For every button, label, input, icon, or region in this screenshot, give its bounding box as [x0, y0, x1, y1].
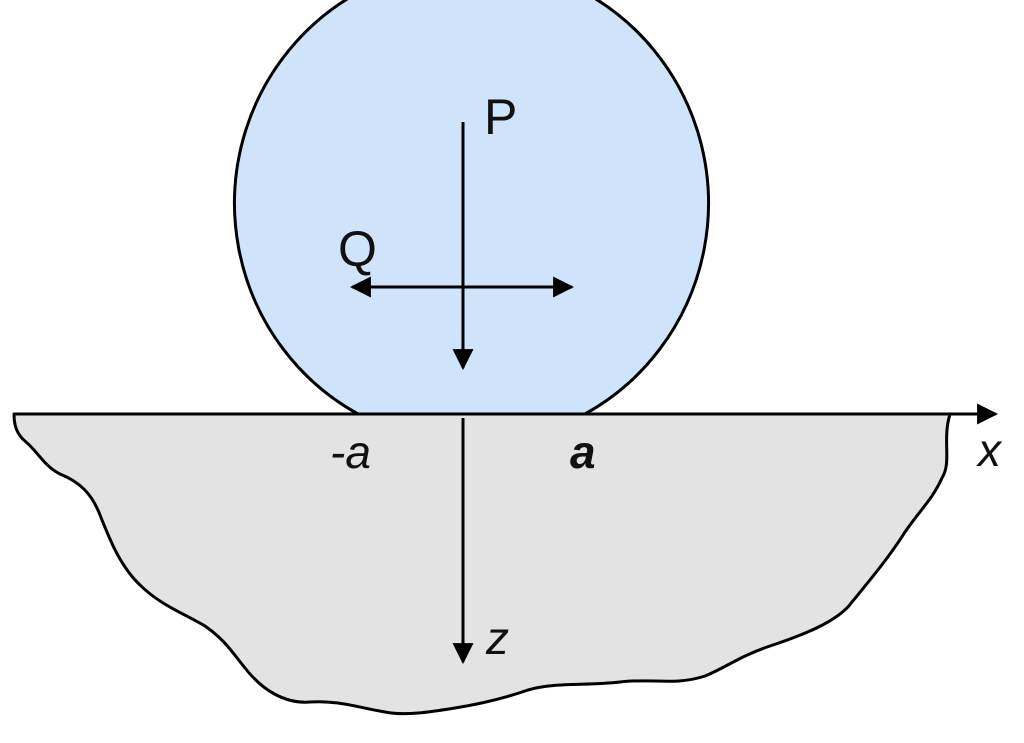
z-axis-label: z — [485, 612, 509, 664]
contact-right-label: a — [570, 426, 596, 478]
contact-left-label: -a — [330, 426, 371, 478]
normal-force-label: P — [484, 89, 517, 145]
x-axis-label: x — [976, 424, 1003, 476]
substrate-body — [12, 412, 952, 716]
sphere-body — [233, 0, 710, 416]
tangential-force-label: Q — [338, 221, 377, 277]
